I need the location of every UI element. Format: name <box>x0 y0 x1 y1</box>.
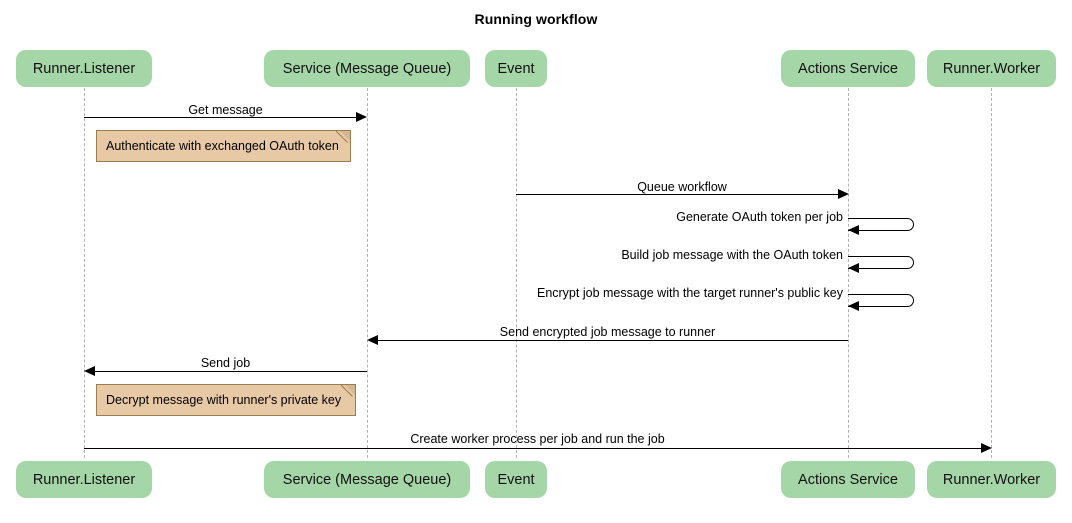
participant-event-top[interactable]: Event <box>485 50 547 87</box>
participant-label: Service (Message Queue) <box>282 471 452 488</box>
lifeline-runner-worker <box>991 88 992 458</box>
message-line-get-message <box>84 117 356 118</box>
message-label-create-worker-process: Create worker process per job and run th… <box>410 432 665 446</box>
message-line-send-job <box>95 371 367 372</box>
message-label-send-job: Send job <box>200 356 251 370</box>
message-label-build-job-message: Build job message with the OAuth token <box>621 248 843 262</box>
arrowhead-get-message <box>356 112 367 122</box>
self-loop-generate-oauth-token <box>848 218 914 231</box>
arrowhead-encrypt-job-message <box>848 301 859 311</box>
message-label-send-encrypted-job-message: Send encrypted job message to runner <box>499 325 716 339</box>
lifeline-event <box>516 88 517 458</box>
page-title: Running workflow <box>474 11 598 27</box>
note-decrypt: Decrypt message with runner's private ke… <box>96 384 356 416</box>
message-label-get-message: Get message <box>188 103 263 117</box>
participant-label: Runner.Listener <box>32 471 136 488</box>
participant-label: Runner.Worker <box>942 471 1041 488</box>
arrowhead-build-job-message <box>848 263 859 273</box>
participant-service-message-queue-top[interactable]: Service (Message Queue) <box>264 50 470 87</box>
participant-label: Event <box>497 60 535 77</box>
note-fold-edge-icon <box>336 131 350 145</box>
arrowhead-send-job <box>84 366 95 376</box>
message-line-send-encrypted-job-message <box>378 340 848 341</box>
arrowhead-generate-oauth-token <box>848 225 859 235</box>
participant-label: Event <box>497 471 535 488</box>
lifeline-service-message-queue <box>367 88 368 458</box>
lifeline-runner-listener <box>84 88 85 458</box>
message-label-encrypt-job-message: Encrypt job message with the target runn… <box>536 286 843 300</box>
self-loop-encrypt-job-message <box>848 294 914 307</box>
participant-label: Service (Message Queue) <box>282 60 452 77</box>
participant-service-message-queue-bottom[interactable]: Service (Message Queue) <box>264 461 470 498</box>
message-line-queue-workflow <box>516 194 838 195</box>
message-label-generate-oauth-token: Generate OAuth token per job <box>676 210 843 224</box>
arrowhead-send-encrypted-job-message <box>367 335 378 345</box>
participant-runner-worker-bottom[interactable]: Runner.Worker <box>927 461 1056 498</box>
arrowhead-create-worker-process <box>981 443 992 453</box>
participant-actions-service-bottom[interactable]: Actions Service <box>781 461 915 498</box>
participant-runner-listener-bottom[interactable]: Runner.Listener <box>16 461 152 498</box>
note-fold-edge-icon <box>341 385 355 399</box>
message-line-create-worker-process <box>84 448 981 449</box>
participant-actions-service-top[interactable]: Actions Service <box>781 50 915 87</box>
note-text: Authenticate with exchanged OAuth token <box>106 139 339 153</box>
participant-label: Actions Service <box>798 471 898 488</box>
participant-label: Actions Service <box>798 60 898 77</box>
message-label-queue-workflow: Queue workflow <box>637 180 727 194</box>
participant-label: Runner.Listener <box>32 60 136 77</box>
participant-runner-worker-top[interactable]: Runner.Worker <box>927 50 1056 87</box>
note-text: Decrypt message with runner's private ke… <box>106 393 342 407</box>
lifeline-actions-service <box>848 88 849 458</box>
self-loop-build-job-message <box>848 256 914 269</box>
participant-label: Runner.Worker <box>942 60 1041 77</box>
arrowhead-queue-workflow <box>838 189 849 199</box>
participant-event-bottom[interactable]: Event <box>485 461 547 498</box>
participant-runner-listener-top[interactable]: Runner.Listener <box>16 50 152 87</box>
note-authenticate: Authenticate with exchanged OAuth token <box>96 130 351 162</box>
